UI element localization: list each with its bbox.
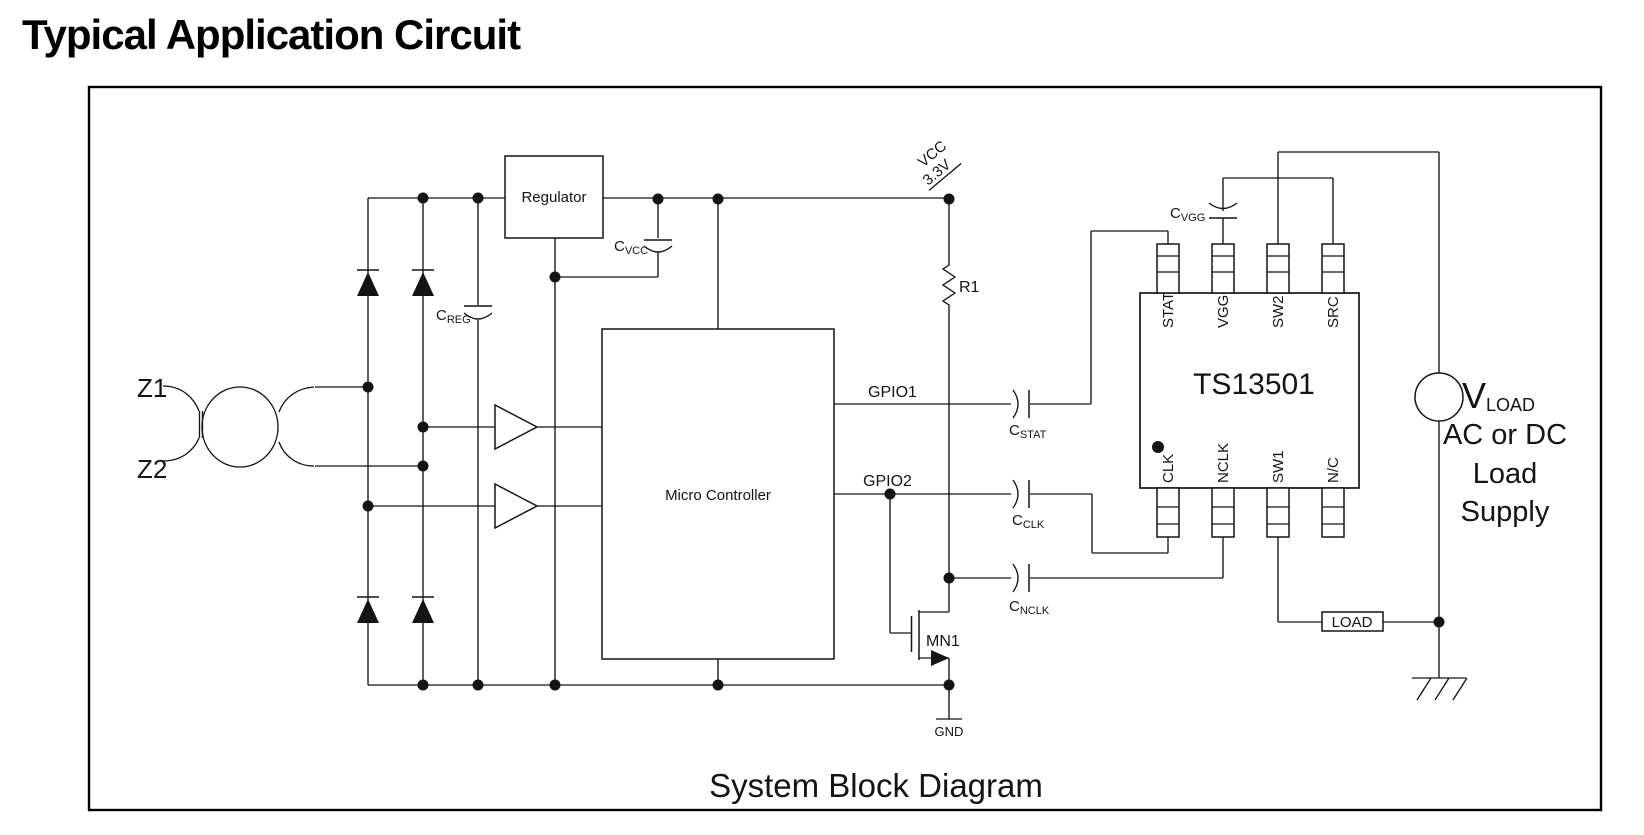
vload-base: V (1462, 375, 1486, 416)
chip-pin (1156, 243, 1180, 294)
junction-dot (362, 500, 374, 512)
c-vcc-capacitor: CVCC (614, 238, 673, 257)
c-stat-sub: STAT (1020, 429, 1047, 441)
chip-ts13501: TS13501 STAT VGG SW2 SRC CLK NCLK SW1 N/… (1139, 243, 1360, 538)
supply-circle-icon (1414, 372, 1464, 422)
chip-pin (1211, 487, 1235, 538)
pin1-marker-dot (1152, 441, 1164, 453)
junction-dot (549, 679, 561, 691)
pin-label-sw2: SW2 (1270, 295, 1287, 328)
junction-dots (362, 192, 1445, 691)
figure-caption: System Block Diagram (709, 767, 1043, 804)
load-box: LOAD (1321, 611, 1384, 632)
z2-label: Z2 (137, 454, 167, 484)
junction-dot (417, 679, 429, 691)
c-nclk-sub: NCLK (1020, 605, 1050, 617)
c-vgg-base: C (1170, 205, 1181, 222)
page-title: Typical Application Circuit (22, 11, 521, 58)
supply-line2: Load (1473, 458, 1538, 490)
junction-dot (472, 192, 484, 204)
junction-dot (417, 460, 429, 472)
regulator-label: Regulator (521, 189, 586, 206)
c-nclk-base: C (1009, 598, 1020, 615)
diode-icon (357, 596, 379, 623)
junction-dot (943, 193, 955, 205)
piezo-source-symbol (162, 385, 315, 468)
junction-dot (1433, 616, 1445, 628)
c-vcc-sub: VCC (625, 245, 648, 257)
c-stat-capacitor: CSTAT (1009, 389, 1047, 441)
rectifier-diodes (357, 269, 434, 623)
c-stat-base: C (1009, 422, 1020, 439)
c-vcc-label: CVCC (614, 238, 648, 257)
mn1-label: MN1 (926, 633, 960, 650)
resistor-r1: R1 (941, 262, 980, 308)
junction-dot (943, 572, 955, 584)
pin-label-sw1: SW1 (1270, 450, 1287, 483)
diode-icon (412, 269, 434, 296)
supply-line3: Supply (1461, 496, 1550, 528)
pin-label-stat: STAT (1160, 292, 1177, 328)
pin-label-vgg: VGG (1215, 295, 1232, 328)
chip-pin (1266, 243, 1290, 294)
c-clk-sub: CLK (1023, 519, 1045, 531)
c-clk-base: C (1012, 512, 1023, 529)
junction-dot (549, 271, 561, 283)
chip-pin (1321, 487, 1345, 538)
figure-border (87, 85, 1603, 812)
junction-dot (712, 193, 724, 205)
junction-dot (362, 381, 374, 393)
c-reg-sub: REG (447, 314, 471, 326)
c-nclk-capacitor: CNCLK (1009, 563, 1050, 617)
junction-dot (472, 679, 484, 691)
earth-ground-icon (1412, 677, 1468, 701)
gpio1-label: GPIO1 (868, 384, 917, 401)
c-vgg-capacitor: CVGG (1170, 202, 1238, 224)
chip-pin (1156, 487, 1180, 538)
c-clk-label: CCLK (1012, 512, 1045, 531)
c-stat-label: CSTAT (1009, 422, 1047, 441)
pin-label-clk: CLK (1160, 454, 1177, 483)
junction-dot (417, 421, 429, 433)
gnd-label: GND (935, 724, 964, 739)
junction-dot (884, 488, 896, 500)
junction-dot (652, 193, 664, 205)
c-clk-capacitor: CCLK (1012, 479, 1045, 531)
mosfet-mn1: MN1 (910, 578, 960, 685)
vload-sub: LOAD (1486, 395, 1535, 415)
pin-label-src: SRC (1325, 296, 1342, 328)
r1-label: R1 (959, 279, 980, 296)
regulator-block: Regulator (504, 155, 604, 239)
pin-label-nclk: NCLK (1215, 443, 1232, 483)
vload-supply-source: VLOAD AC or DC Load Supply (1414, 372, 1567, 528)
chip-pin (1266, 487, 1290, 538)
chip-pin (1321, 243, 1345, 294)
gpio2-label: GPIO2 (863, 473, 912, 490)
c-vgg-sub: VGG (1181, 212, 1205, 224)
vload-label: VLOAD (1462, 375, 1535, 416)
junction-dot (417, 192, 429, 204)
pin-label-nc: N/C (1325, 457, 1342, 483)
junction-dot (943, 679, 955, 691)
chip-name: TS13501 (1193, 368, 1315, 401)
diode-icon (412, 596, 434, 623)
c-reg-label: CREG (436, 307, 471, 326)
c-reg-capacitor: CREG (436, 305, 493, 326)
buffer-amplifier-icon (494, 482, 539, 530)
z1-label: Z1 (137, 373, 167, 403)
junction-dot (712, 679, 724, 691)
c-vgg-label: CVGG (1170, 205, 1205, 224)
c-reg-base: C (436, 307, 447, 324)
vcc-net-label: VCC 3.3V (915, 137, 962, 191)
supply-line1: AC or DC (1443, 419, 1567, 451)
chip-pin (1211, 243, 1235, 294)
c-nclk-label: CNCLK (1009, 598, 1050, 617)
micro-controller-block: Micro Controller (601, 328, 835, 660)
c-vcc-base: C (614, 238, 625, 255)
micro-controller-label: Micro Controller (665, 487, 771, 504)
diode-icon (357, 269, 379, 296)
buffer-amplifier-icon (494, 403, 539, 451)
load-box-label: LOAD (1332, 614, 1373, 631)
